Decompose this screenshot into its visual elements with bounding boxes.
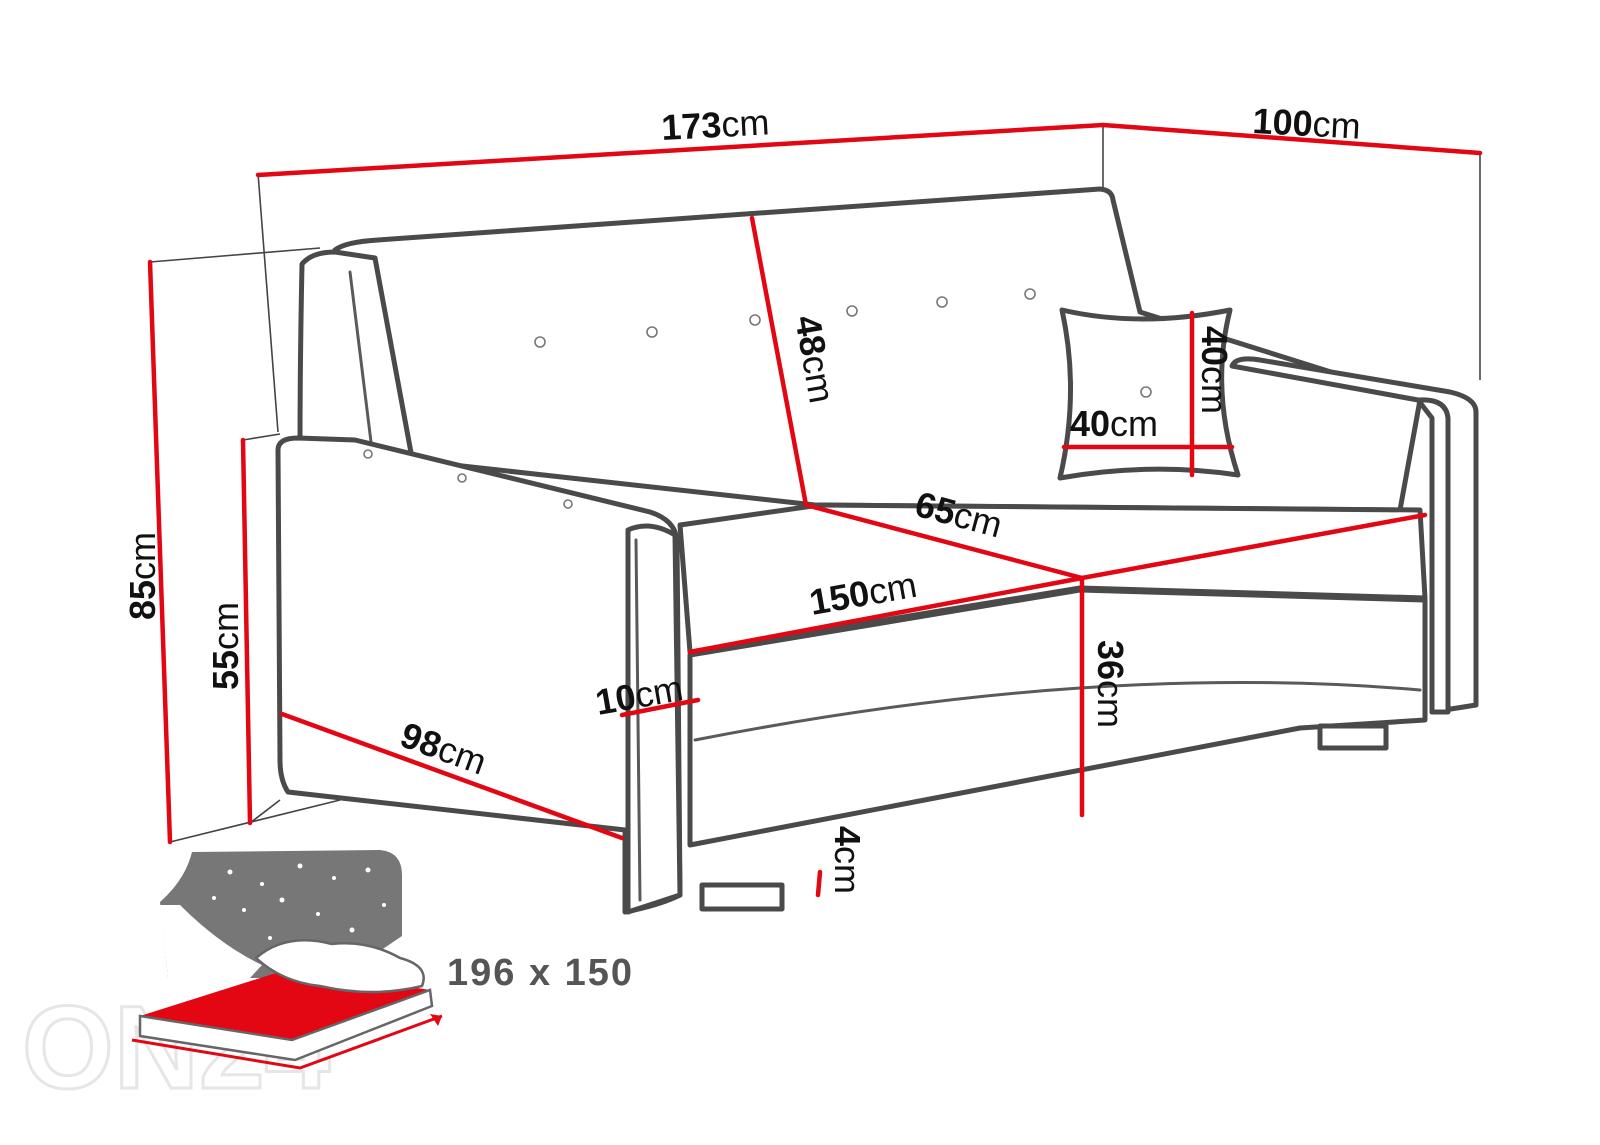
left-armrest <box>275 435 683 915</box>
label-seat-width: 150cm <box>806 564 920 623</box>
label-armrest-height: 55cm <box>205 602 246 690</box>
label-depth: 100cm <box>1252 100 1362 147</box>
label-total-width: 173cm <box>660 101 770 148</box>
label-seat-height: 36cm <box>1090 640 1131 728</box>
left-armrest-front <box>625 523 683 915</box>
label-armrest-width: 10cm <box>592 667 686 723</box>
extension-lines <box>149 125 1481 843</box>
label-pillow-width: 40cm <box>1070 403 1158 444</box>
foot-front-left <box>699 882 785 912</box>
dimension-lines <box>147 122 1483 898</box>
tufting-buttons <box>363 288 1152 509</box>
label-backrest-height: 48cm <box>787 312 843 406</box>
sofa-illustration <box>275 186 1479 915</box>
bed-size-label: 196 x 150 <box>447 952 634 994</box>
label-total-height: 85cm <box>122 532 163 620</box>
sleep-function-icon: 196 x 150 <box>131 850 634 1070</box>
label-pillow-height: 40cm <box>1194 326 1235 414</box>
backrest <box>332 186 1423 513</box>
label-leg-height: 4cm <box>827 826 868 894</box>
pillow-icon <box>254 938 425 994</box>
foot-front-right <box>1317 723 1389 751</box>
